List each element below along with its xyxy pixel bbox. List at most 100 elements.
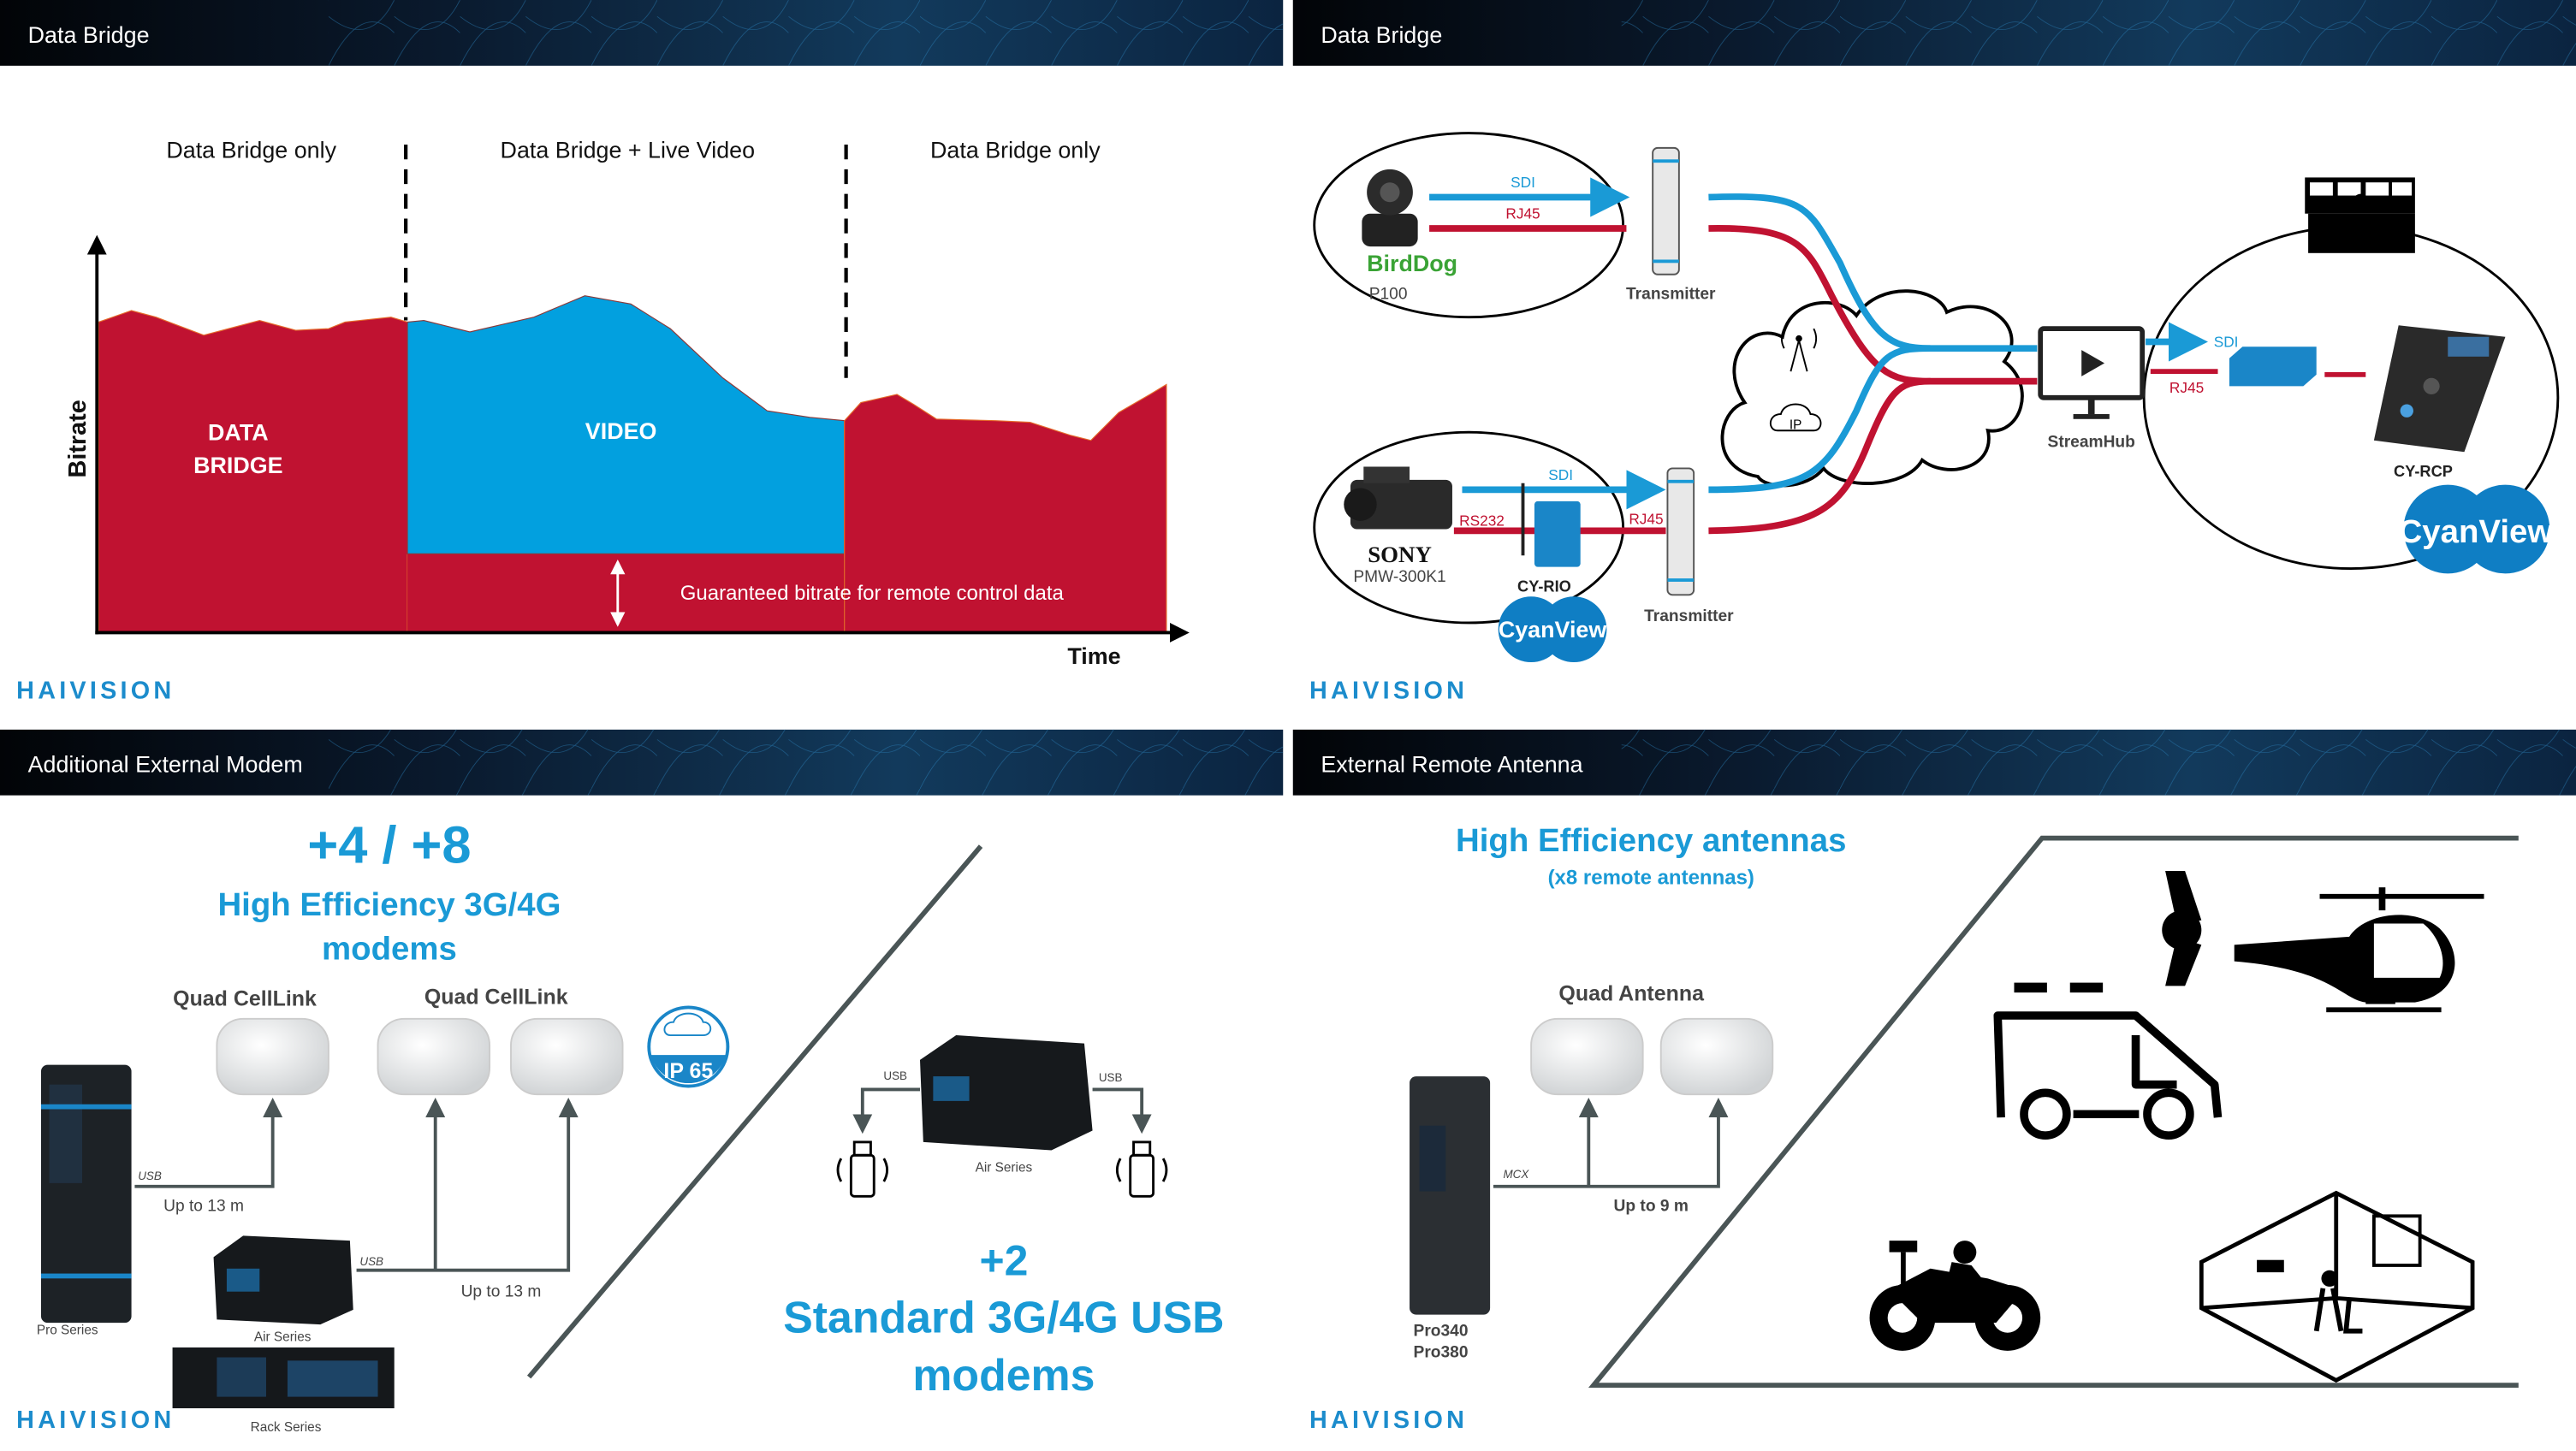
air-series-device-icon: [213, 1235, 353, 1325]
slide-title: Additional External Modem: [28, 752, 303, 778]
slide-header-2: Data Bridge: [1292, 0, 2576, 66]
air-series-label: Air Series: [254, 1330, 312, 1344]
modem-dome-icon: [377, 1017, 491, 1096]
pro-series-label: Pro Series: [37, 1324, 98, 1338]
cloud-icon: IP: [1720, 289, 2024, 488]
guaranteed-bitrate-area: [407, 554, 845, 633]
sdi-label: SDI: [1511, 174, 1535, 191]
streamhub-monitor-icon: [2038, 326, 2146, 419]
rj45-label: RJ45: [1629, 511, 1663, 528]
haivision-logo: HAIVISION: [16, 1407, 175, 1434]
x-axis-label: Time: [1067, 643, 1120, 669]
usb-modem-icon: [1115, 1140, 1168, 1198]
sony-logo: SONY: [1368, 542, 1432, 567]
model-label: Pro380: [1414, 1344, 1469, 1362]
headline-line1: High Efficiency 3G/4G: [217, 886, 561, 923]
subheadline: (x8 remote antennas): [1548, 866, 1754, 889]
ip-label: IP: [1790, 418, 1802, 432]
usb-label: USB: [138, 1170, 162, 1182]
transmitter-label: Transmitter: [1644, 607, 1734, 625]
birddog-logo: BirdDog: [1367, 251, 1457, 276]
phase-label: Data Bridge only: [166, 137, 336, 163]
svg-text:CyanView: CyanView: [2399, 513, 2554, 550]
sdi-label: SDI: [1548, 466, 1573, 483]
ip65-rain-badge-icon: IP 65: [647, 1005, 730, 1088]
data-bridge-area-right: [844, 383, 1167, 634]
phase-label: Data Bridge + Live Video: [501, 137, 755, 163]
headline-line2: modems: [322, 931, 457, 968]
divider-line: [526, 844, 983, 1379]
phase-label: Data Bridge only: [930, 137, 1101, 163]
rj45-flow: [1708, 225, 2038, 385]
scene-frame: [1588, 835, 2519, 1389]
pro-device-icon: [1410, 1076, 1491, 1315]
headline: High Efficiency antennas: [1456, 822, 1846, 859]
usb-line1: Standard 3G/4G USB: [783, 1293, 1224, 1342]
ptz-camera-icon: [1362, 169, 1418, 247]
slide-header-4: External Remote Antenna: [1292, 729, 2576, 796]
rs232-label: RS232: [1459, 512, 1505, 530]
camera-model: PMW-300K1: [1353, 568, 1445, 586]
antenna-dome-icon: [1530, 1017, 1644, 1096]
transmitter-icon: [1666, 467, 1695, 596]
slide-title: External Remote Antenna: [1321, 752, 1582, 778]
rj45-label: RJ45: [1505, 204, 1540, 222]
usb-label: USB: [359, 1255, 383, 1268]
transmitter-label: Transmitter: [1626, 286, 1716, 304]
area-label-data: DATA: [208, 420, 269, 446]
slide-header-3: Additional External Modem: [0, 729, 1284, 796]
distance-label: Up to 13 m: [461, 1282, 542, 1300]
cyanview-logo: CyanView: [1498, 596, 1607, 663]
slide-title: Data Bridge: [1321, 22, 1442, 48]
sdi-flow: [1708, 193, 2038, 352]
usb-line2: modems: [912, 1350, 1095, 1400]
cy-rcp-label: CY-RCP: [2394, 462, 2453, 480]
air-series-device-icon: [920, 1035, 1093, 1151]
external-modem-diagram: +4 / +8 High Efficiency 3G/4G modems Qua…: [37, 815, 1225, 1435]
ambulance-van-icon: [1993, 982, 2223, 1140]
slide-title: Data Bridge: [28, 22, 150, 48]
area-label-bridge: BRIDGE: [193, 453, 283, 478]
rack-series-label: Rack Series: [251, 1420, 322, 1435]
cyanview-logo: CyanView: [2399, 484, 2554, 574]
network-switch-icon: [2229, 346, 2317, 387]
usb-count: +2: [979, 1236, 1028, 1284]
distance-label: Up to 9 m: [1614, 1198, 1689, 1216]
modem-dome-icon: [216, 1017, 329, 1096]
streamhub-label: StreamHub: [2048, 433, 2135, 451]
ip-rating: IP 65: [663, 1059, 713, 1083]
remote-antenna-diagram: High Efficiency antennas (x8 remote ante…: [1410, 822, 2519, 1389]
quad-celllink-label: Quad CellLink: [173, 986, 317, 1010]
quad-antenna-label: Quad Antenna: [1558, 982, 1705, 1006]
sdi-label: SDI: [2214, 333, 2239, 350]
cy-rcp-controller-icon: [2373, 325, 2506, 453]
helicopter-icon: [2162, 870, 2484, 1013]
svg-text:CyanView: CyanView: [1499, 617, 1607, 643]
bitrate-diagram: Data Bridge only Data Bridge + Live Vide…: [64, 137, 1190, 669]
haivision-logo: HAIVISION: [1309, 677, 1468, 704]
rack-series-device-icon: [172, 1347, 395, 1409]
sdi-flow: [1708, 345, 1931, 494]
area-label-video: VIDEO: [585, 418, 657, 444]
rj45-flow: [1708, 377, 1931, 535]
guaranteed-bitrate-label: Guaranteed bitrate for remote control da…: [680, 582, 1065, 605]
indoor-room-camera-icon: [2199, 1190, 2475, 1383]
haivision-logo: HAIVISION: [16, 677, 175, 704]
cy-rio-icon: [1521, 483, 1581, 567]
rj45-label: RJ45: [2169, 379, 2204, 396]
headline-count: +4 / +8: [307, 815, 471, 874]
distance-label: Up to 13 m: [163, 1198, 244, 1216]
haivision-logo: HAIVISION: [1309, 1407, 1468, 1434]
quad-celllink-label: Quad CellLink: [424, 986, 568, 1010]
modem-dome-icon: [510, 1017, 624, 1096]
antenna-dome-icon: [1659, 1017, 1774, 1096]
motorcycle-icon: [1869, 1241, 2041, 1351]
sony-camcorder-icon: [1344, 466, 1452, 530]
usb-label: USB: [883, 1069, 907, 1082]
transmitter-icon: [1652, 146, 1680, 275]
control-room-icon: [2305, 177, 2415, 253]
data-bridge-network-diagram: BirdDog P100 SDI RJ45 Transmitter SONY P…: [1313, 132, 2560, 663]
pro-series-device-icon: [40, 1064, 132, 1324]
usb-label: USB: [1099, 1071, 1123, 1084]
